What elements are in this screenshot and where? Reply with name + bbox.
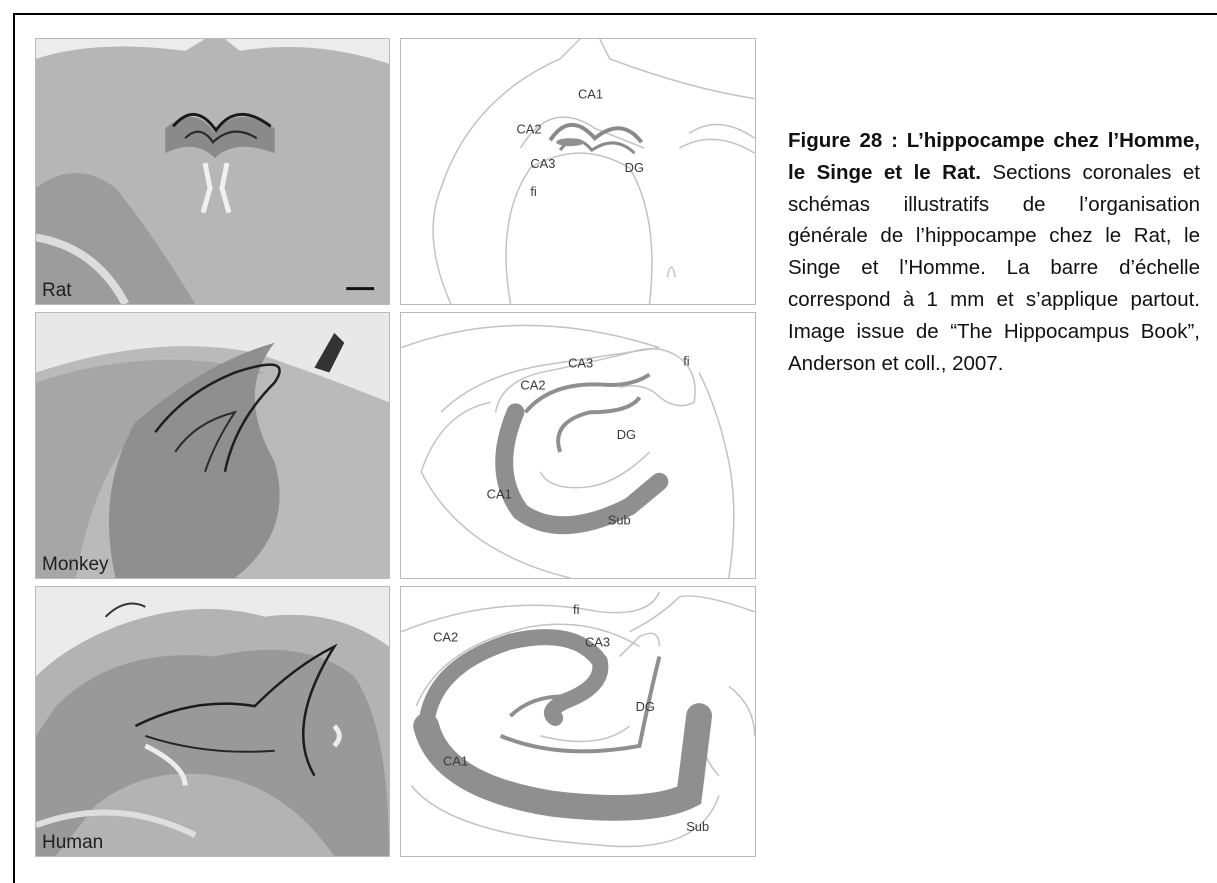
human-fi-label: fi bbox=[573, 602, 579, 617]
rat-ca3-label: CA3 bbox=[530, 156, 555, 171]
caption-body: Sections coronales et schémas illustrati… bbox=[788, 161, 1200, 375]
human-ca3-label: CA3 bbox=[585, 635, 610, 650]
rat-section-photo: Rat bbox=[35, 38, 390, 305]
rat-ca2-label: CA2 bbox=[516, 121, 541, 136]
human-sub-label: Sub bbox=[686, 819, 709, 834]
human-ca1-label: CA1 bbox=[443, 754, 468, 769]
monkey-fi-label: fi bbox=[683, 354, 689, 369]
rat-fi-label: fi bbox=[530, 184, 536, 199]
monkey-dg-label: DG bbox=[617, 427, 636, 442]
monkey-section-photo: Monkey bbox=[35, 312, 390, 579]
human-label: Human bbox=[42, 832, 103, 854]
monkey-label: Monkey bbox=[42, 554, 109, 576]
human-ca2-label: CA2 bbox=[433, 630, 458, 645]
figure-caption: Figure 28 : L’hippocampe chez l’Homme, l… bbox=[788, 125, 1200, 379]
monkey-diagram: fi CA3 CA2 DG CA1 Sub bbox=[400, 312, 756, 579]
rat-diagram: CA1 CA2 CA3 DG fi bbox=[400, 38, 756, 305]
rat-dg-label: DG bbox=[625, 160, 644, 175]
human-dg-label: DG bbox=[636, 699, 655, 714]
monkey-ca1-label: CA1 bbox=[487, 487, 512, 502]
rat-label: Rat bbox=[42, 280, 72, 302]
monkey-sub-label: Sub bbox=[608, 512, 631, 527]
monkey-ca3-label: CA3 bbox=[568, 356, 593, 371]
monkey-ca2-label: CA2 bbox=[520, 377, 545, 392]
human-section-photo: Human bbox=[35, 586, 390, 857]
rat-ca1-label: CA1 bbox=[578, 87, 603, 102]
human-diagram: fi CA2 CA3 DG CA1 Sub bbox=[400, 586, 756, 857]
